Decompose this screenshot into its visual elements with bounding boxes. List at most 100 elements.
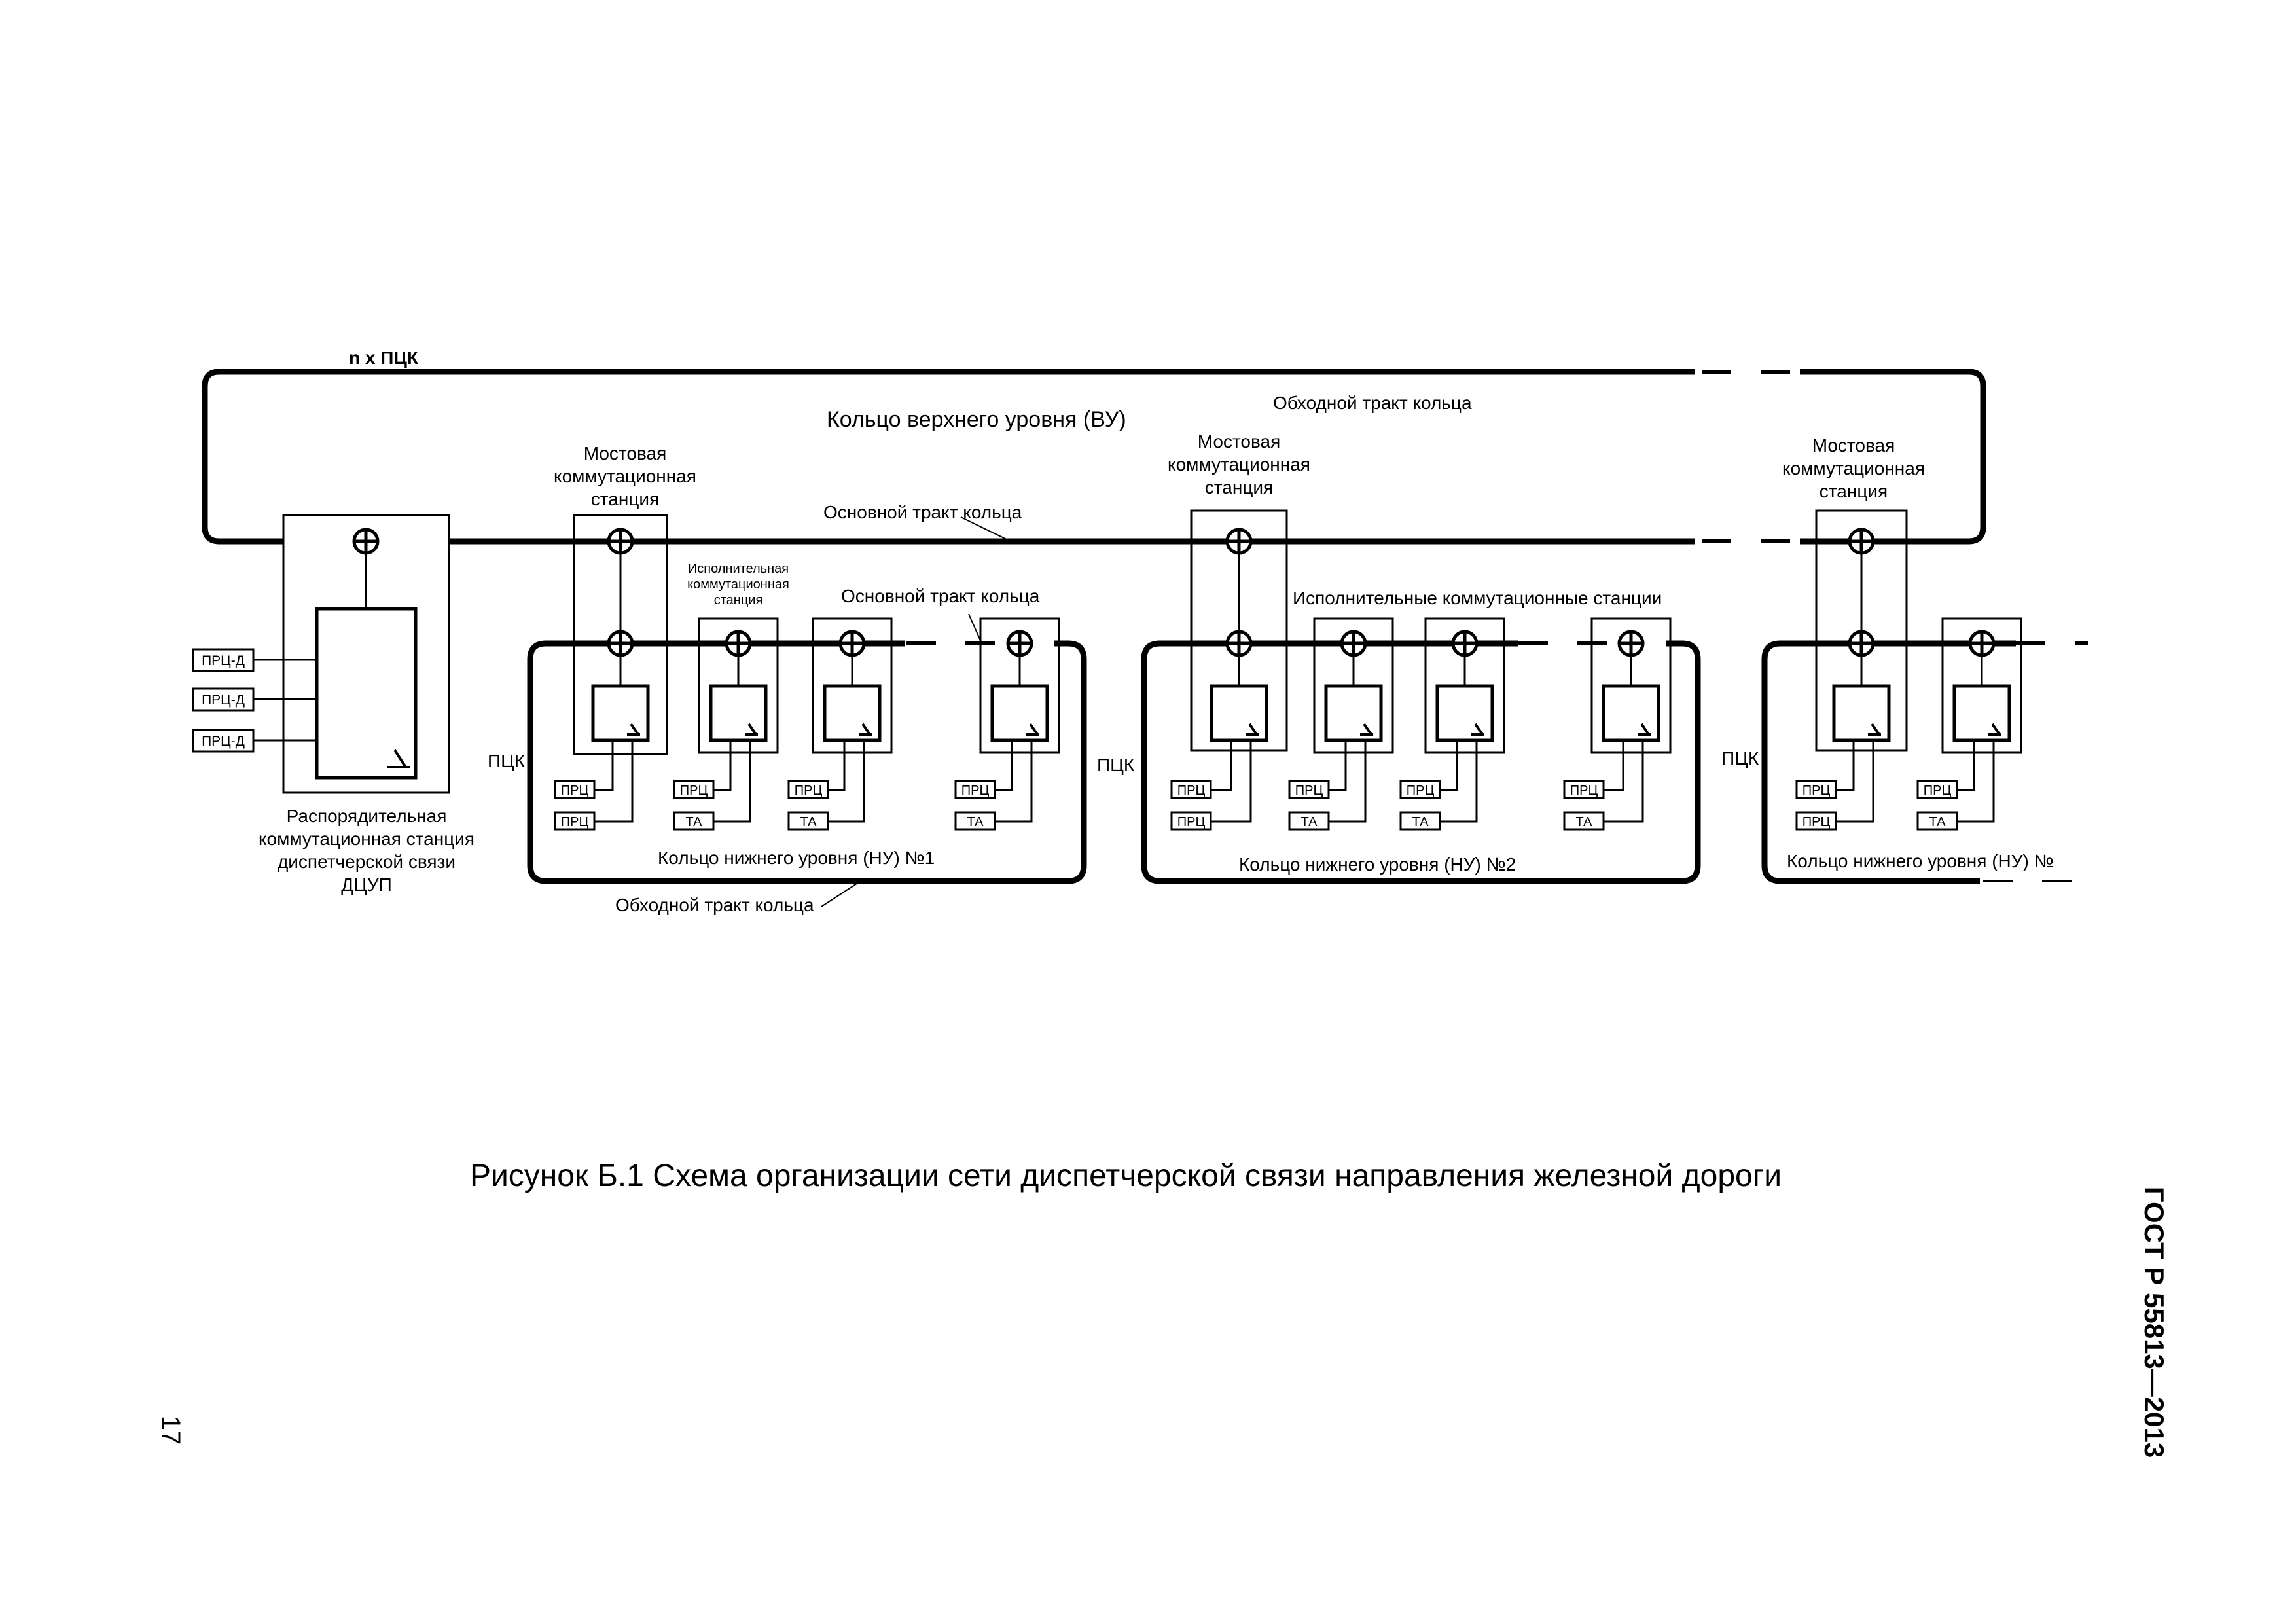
exec-station-frame-10: [1941, 617, 2022, 754]
unit-wire-b-6: [1329, 740, 1367, 823]
ta-label-7: ТА: [1412, 815, 1429, 829]
exec-station-frame-4: [979, 617, 1060, 754]
ta-label-4: ТА: [967, 815, 984, 829]
exec-single-line-2: коммутационная: [687, 577, 789, 592]
lower-ring-2: [1141, 640, 1701, 884]
prc-box-lower-5: [1170, 811, 1212, 831]
dispatch-line-1: Распорядительная: [287, 806, 447, 826]
unit-wire-b-7: [1440, 740, 1478, 823]
switch-mark-1: [627, 723, 640, 736]
unit-wire-b-8: [1604, 740, 1644, 823]
prc-box-7: [1399, 780, 1441, 799]
ring-node-3: [840, 632, 864, 655]
dispatch-station: ПРЦ-Д ПРЦ-Д ПРЦ-Д: [192, 514, 450, 794]
bypass-lower1-label: Обходной тракт кольца: [615, 895, 814, 915]
unit-wire-b-1: [594, 740, 634, 823]
switch-mark-8: [1638, 723, 1651, 736]
n-pck-label: n x ПЦК: [349, 348, 419, 368]
unit-switch-4: [990, 684, 1049, 742]
pck-label-1: ПЦК: [488, 751, 526, 771]
prc-box-2: [673, 780, 715, 799]
lower-ring-1: [527, 640, 1087, 884]
unit-wire-a-2: [713, 740, 732, 791]
unit-wire-a-7: [1440, 740, 1458, 791]
prc-box-9: [1795, 780, 1837, 799]
unit-wire-a-10: [1957, 740, 1975, 791]
prc-label-4: ПРЦ: [961, 784, 990, 798]
switch-mark-4: [1026, 723, 1039, 736]
ta-box-3: [787, 811, 829, 831]
dispatch-line-3: диспетчерской связи: [278, 852, 456, 872]
unit-wire-b-9: [1836, 740, 1874, 823]
lower-ring-3: [1761, 640, 2091, 884]
exec-station-frame-7: [1424, 617, 1505, 754]
dispatch-line-2: коммутационная станция: [259, 829, 475, 849]
prc-box-8: [1563, 780, 1605, 799]
unit-wire-a-5: [1211, 740, 1232, 791]
prc-lower-label-9: ПРЦ: [1803, 815, 1831, 829]
ring-node-4: [1008, 632, 1031, 655]
bridge-3-line-3: станция: [1820, 481, 1888, 501]
lower-ring-3-label: Кольцо нижнего уровня (НУ) №: [1787, 851, 2054, 871]
unit-switch-9: [1832, 684, 1891, 742]
ta-box-6: [1288, 811, 1330, 831]
unit-switch-5: [1210, 684, 1268, 742]
bridge-1-line-2: коммутационная: [554, 466, 696, 486]
prc-d-label-1: ПРЦ-Д: [202, 653, 245, 668]
bypass-top-label: Обходной тракт кольца: [1273, 393, 1472, 413]
unit-switch-7: [1435, 684, 1494, 742]
main-top-label: Основной тракт кольца: [823, 502, 1022, 522]
unit-switch-2: [709, 684, 768, 742]
prc-box-lower-1: [554, 811, 596, 831]
unit-switch-6: [1324, 684, 1383, 742]
switch-mark-5: [1246, 723, 1259, 736]
unit-wire-b-2: [713, 740, 751, 823]
ta-box-2: [673, 811, 715, 831]
prc-box-lower-9: [1795, 811, 1837, 831]
prc-box-6: [1288, 780, 1330, 799]
unit-wire-a-1: [594, 740, 614, 791]
prc-label-8: ПРЦ: [1570, 784, 1598, 798]
bridge-frames: [573, 509, 1908, 755]
pck-label-3: ПЦК: [1721, 748, 1759, 768]
unit-wire-b-10: [1957, 740, 1995, 823]
ta-box-10: [1916, 811, 1958, 831]
page-number: 17: [156, 1416, 185, 1445]
unit-wire-b-3: [828, 740, 865, 823]
unit-wire-a-8: [1604, 740, 1624, 791]
switch-mark-3: [859, 723, 872, 736]
prc-lower-label-1: ПРЦ: [561, 815, 589, 829]
prc-label-7: ПРЦ: [1407, 784, 1435, 798]
ring-node-7: [1453, 632, 1477, 655]
prc-lower-label-5: ПРЦ: [1177, 815, 1206, 829]
unit-wire-b-5: [1211, 740, 1252, 823]
ring-node-6: [1342, 632, 1365, 655]
switch-mark-7: [1471, 723, 1484, 736]
prc-label-6: ПРЦ: [1295, 784, 1323, 798]
main-lower1-label: Основной тракт кольца: [841, 586, 1040, 606]
ta-label-3: ТА: [800, 815, 817, 829]
exec-single-line-1: Исполнительная: [688, 562, 789, 576]
leader-lines: [821, 516, 1009, 907]
bridge-3-line-2: коммутационная: [1782, 458, 1925, 478]
prc-box-3: [787, 780, 829, 799]
dispatch-line-4: ДЦУП: [341, 875, 392, 895]
prc-box-1: [554, 780, 596, 799]
bridge-3-line-1: Мостовая: [1812, 435, 1895, 456]
exec-station-frame-2: [698, 617, 779, 754]
unit-wire-a-6: [1329, 740, 1347, 791]
bridge-2-line-3: станция: [1205, 477, 1273, 497]
ta-label-8: ТА: [1576, 815, 1593, 829]
unit-switch-8: [1602, 684, 1660, 742]
prc-label-10: ПРЦ: [1924, 784, 1952, 798]
prc-label-5: ПРЦ: [1177, 784, 1206, 798]
lower-ring-2-label: Кольцо нижнего уровня (НУ) №2: [1239, 854, 1516, 875]
ta-label-2: ТА: [686, 815, 703, 829]
switch-mark-10: [1988, 723, 2001, 736]
ta-box-8: [1563, 811, 1605, 831]
labels: n x ПЦК Кольцо верхнего уровня (ВУ) Обхо…: [156, 348, 2170, 1458]
exec-station-frame-3: [812, 617, 893, 754]
prc-d-label-2: ПРЦ-Д: [202, 693, 245, 708]
figure-caption: Рисунок Б.1 Схема организации сети диспе…: [470, 1159, 1782, 1193]
